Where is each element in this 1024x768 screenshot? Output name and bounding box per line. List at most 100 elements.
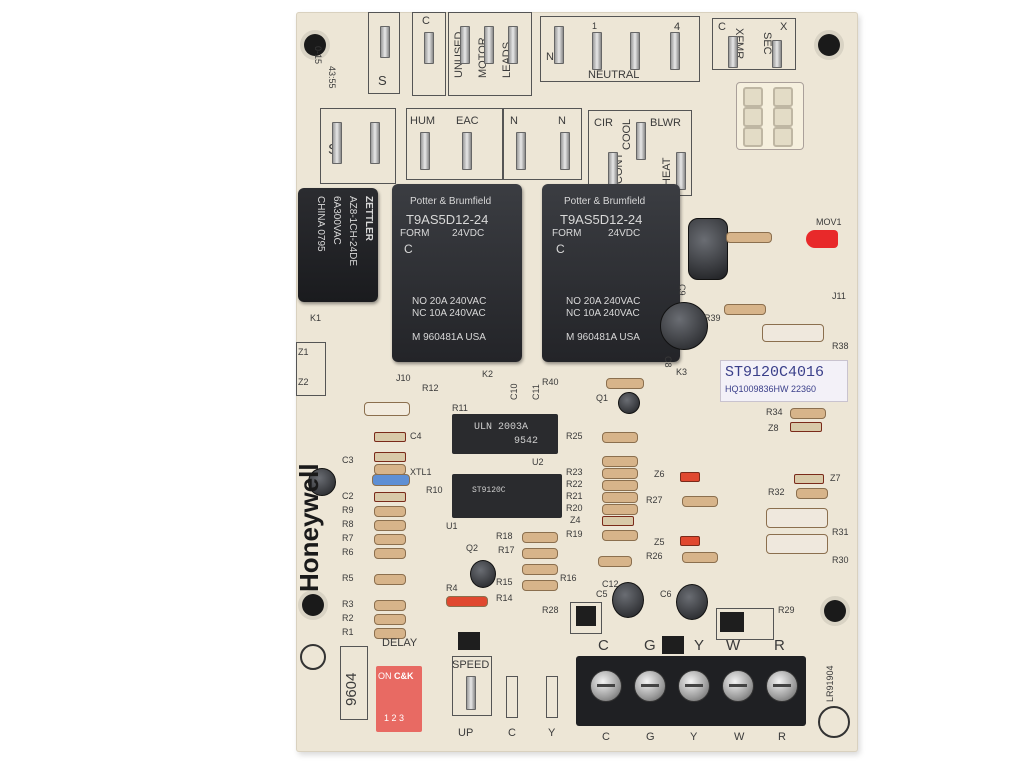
cert-number: LR91904: [825, 665, 835, 702]
resistor-r27: [673, 496, 727, 507]
sticker-model: ST9120C4016: [725, 364, 825, 381]
r32-label: R32: [768, 487, 785, 497]
speed-box: [452, 656, 492, 716]
relay-k3-model: T9AS5D12-24: [560, 212, 643, 227]
c-jumper-box[interactable]: [506, 676, 518, 718]
r22-label: R22: [566, 479, 583, 489]
delay-label: DELAY: [382, 637, 418, 649]
r34-label: R34: [766, 407, 783, 417]
z4-label: Z4: [570, 515, 581, 525]
tab-heat: [676, 152, 686, 190]
date-code-label: 43:55: [327, 66, 337, 89]
chip-u2-label2: 9542: [514, 436, 539, 447]
z2-label: Z2: [298, 377, 309, 387]
r16-label: R16: [560, 573, 577, 583]
z6-label: Z6: [654, 469, 665, 479]
resistor-r39: [715, 304, 775, 315]
q2-label: Q2: [466, 543, 479, 553]
pad-r29: [720, 612, 744, 632]
r18-label: R18: [496, 531, 513, 541]
r3-label: R3: [342, 599, 354, 609]
speed-jumper[interactable]: [466, 676, 476, 710]
relay-k2: Potter & Brumfield T9AS5D12-24 FORM C 24…: [392, 184, 522, 362]
relay-k2-model: T9AS5D12-24: [406, 212, 489, 227]
c12-label: C12: [602, 579, 619, 589]
y-jumper-box[interactable]: [546, 676, 558, 718]
mov1-component: [806, 230, 838, 248]
c-jumper-label: C: [508, 727, 516, 739]
capacitor-c5: [612, 582, 644, 618]
capacitor-c6: [676, 584, 708, 620]
relay-k3-form-val: C: [556, 242, 565, 256]
relay-k3: Potter & Brumfield T9AS5D12-24 FORM C 24…: [542, 184, 680, 362]
screw-terminal-g[interactable]: [634, 670, 666, 702]
tab-c1: [424, 32, 434, 64]
tab-n2: [592, 32, 602, 70]
r25-label: R25: [566, 431, 583, 441]
honeywell-logo: Honeywell: [294, 463, 324, 592]
up-label: UP: [458, 727, 474, 739]
r15-label: R15: [496, 577, 513, 587]
header-motor-box: [448, 12, 532, 96]
dip-on-label: ON: [378, 671, 392, 681]
c1-label: C: [422, 15, 430, 27]
terminal-top-c: C: [598, 637, 609, 654]
neutral-label: NEUTRAL: [588, 69, 640, 81]
zettler-origin: CHINA 0795: [315, 196, 326, 252]
zettler-rating: 6A300VAC: [331, 196, 342, 245]
resistor-r2: [365, 614, 415, 625]
resistor-r25: [593, 432, 647, 443]
z1-z2-box: [296, 342, 326, 396]
delay-dip-switch[interactable]: ON C&K 1 2 3: [376, 666, 422, 732]
terminal-top-y: Y: [694, 637, 705, 654]
tab-n4: [670, 32, 680, 70]
six-pin-connector[interactable]: [736, 82, 804, 150]
cir-label: CIR: [594, 117, 613, 129]
date-box: [340, 646, 368, 720]
resistor-r16b: [513, 564, 567, 575]
resistor-r38: [753, 324, 833, 342]
k3-label: K3: [676, 367, 688, 377]
capacitor-c8: [660, 302, 708, 350]
eac-label: EAC: [456, 115, 479, 127]
resistor-r18: [513, 532, 567, 543]
resistor-r17: [513, 548, 567, 559]
ul-logo-icon: [300, 644, 326, 670]
s-mid-box: [320, 108, 396, 184]
resistor-r12: [355, 402, 419, 416]
r6-label: R6: [342, 547, 354, 557]
resistor-r6: [365, 548, 415, 559]
u1-label: U1: [446, 521, 458, 531]
capacitor-c3: [374, 452, 406, 462]
sticker-serial: HQ1009836HW 22360: [725, 384, 817, 394]
resistor-r3: [365, 600, 415, 611]
tab-unused: [460, 26, 470, 64]
zettler-model: AZ8-1CH-24DE: [347, 196, 358, 267]
c11-label: C11: [531, 384, 541, 400]
crystal-xtl1: [363, 474, 419, 486]
r20-label: R20: [566, 503, 583, 513]
capacitor-c4: [374, 432, 406, 442]
c10-label: C10: [509, 383, 519, 400]
screw-terminal-c[interactable]: [590, 670, 622, 702]
resistor-r22: [593, 480, 647, 491]
circuit-board: S 0-15 43:55 C UNUSED MOTOR LEADS N 1 4 …: [294, 12, 858, 752]
resistor-r40: [717, 232, 781, 243]
resistor-r15: [513, 580, 567, 591]
zettler-brand: ZETTLER: [363, 196, 374, 241]
dip-nums-label: 1 2 3: [384, 713, 405, 723]
relay-k2-rating1: NO 20A 240VAC: [412, 296, 487, 307]
r2-label: R2: [342, 613, 354, 623]
resistor-r4: [437, 596, 497, 607]
screw-terminal-y[interactable]: [678, 670, 710, 702]
n3-label: N: [558, 115, 566, 127]
tab-n3: [630, 32, 640, 70]
screw-terminal-r[interactable]: [766, 670, 798, 702]
screw-terminal-w[interactable]: [722, 670, 754, 702]
resistor-r21: [593, 492, 647, 503]
pad-speed: [458, 632, 480, 650]
terminal-top-g: G: [644, 637, 656, 654]
resistor-r40-mid: [597, 378, 653, 389]
r40-label: R40: [542, 377, 559, 387]
r29-box: [716, 608, 774, 640]
